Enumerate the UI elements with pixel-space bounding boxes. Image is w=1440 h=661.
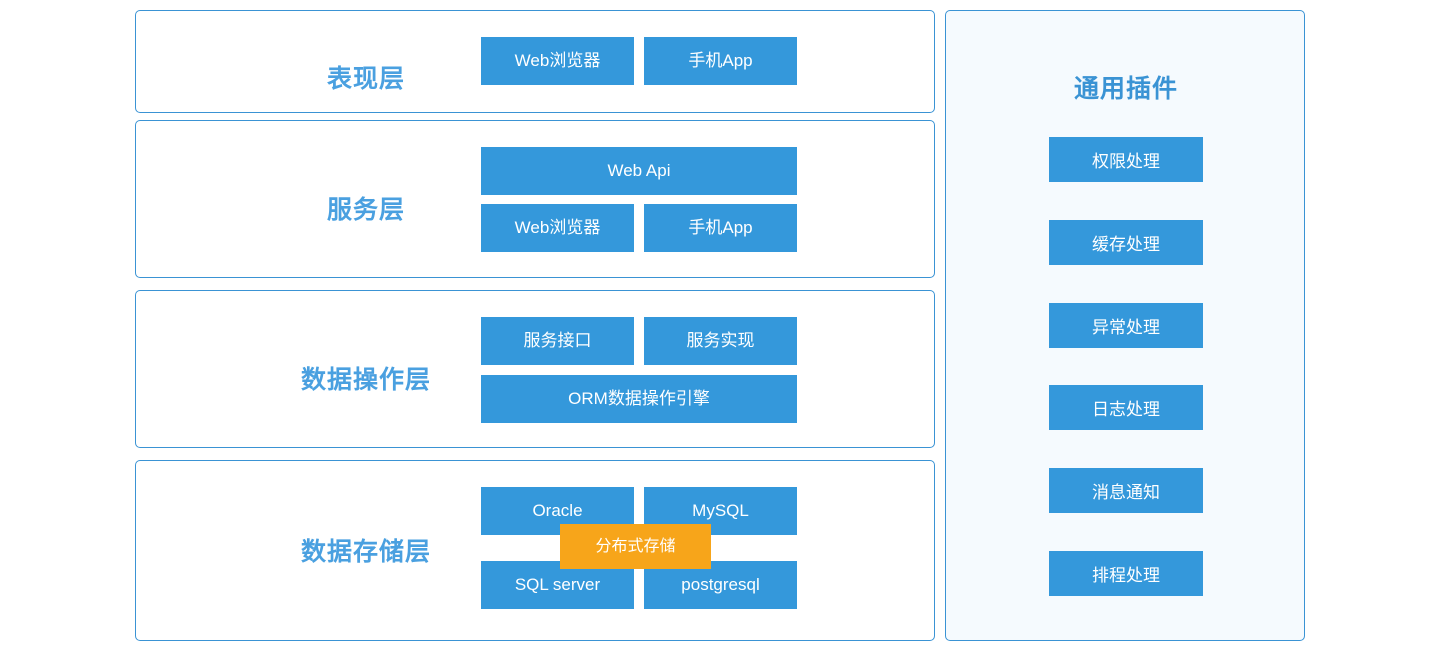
layer-panel-service: 服务层: [135, 120, 935, 278]
component-box-web-browser-service[interactable]: Web浏览器: [481, 204, 634, 252]
plugin-panel: 通用插件 权限处理 缓存处理 异常处理 日志处理 消息通知 排程处理: [945, 10, 1305, 641]
component-box-postgresql[interactable]: postgresql: [644, 561, 797, 609]
layer-title-data-operation: 数据操作层: [300, 366, 431, 394]
component-box-web-browser-presentation[interactable]: Web浏览器: [481, 37, 634, 85]
component-box-orm-engine[interactable]: ORM数据操作引擎: [481, 375, 797, 423]
layer-title-data-storage: 数据存储层: [300, 538, 431, 566]
layer-title-presentation: 表现层: [326, 65, 405, 93]
component-box-service-implementation[interactable]: 服务实现: [644, 317, 797, 365]
component-box-mobile-app-presentation[interactable]: 手机App: [644, 37, 797, 85]
component-box-service-interface[interactable]: 服务接口: [481, 317, 634, 365]
layer-title-service: 服务层: [326, 196, 405, 224]
component-box-sql-server[interactable]: SQL server: [481, 561, 634, 609]
layer-panel-data-operation: 数据操作层: [135, 290, 935, 448]
plugin-panel-title: 通用插件: [1073, 75, 1178, 103]
plugin-box-message-notification[interactable]: 消息通知: [1049, 468, 1203, 513]
plugin-box-logging[interactable]: 日志处理: [1049, 385, 1203, 430]
plugin-box-scheduling[interactable]: 排程处理: [1049, 551, 1203, 596]
plugin-box-exception[interactable]: 异常处理: [1049, 303, 1203, 348]
component-box-web-api[interactable]: Web Api: [481, 147, 797, 195]
plugin-box-cache[interactable]: 缓存处理: [1049, 220, 1203, 265]
component-box-mobile-app-service[interactable]: 手机App: [644, 204, 797, 252]
plugin-box-permission[interactable]: 权限处理: [1049, 137, 1203, 182]
component-box-distributed-storage[interactable]: 分布式存储: [560, 524, 711, 569]
